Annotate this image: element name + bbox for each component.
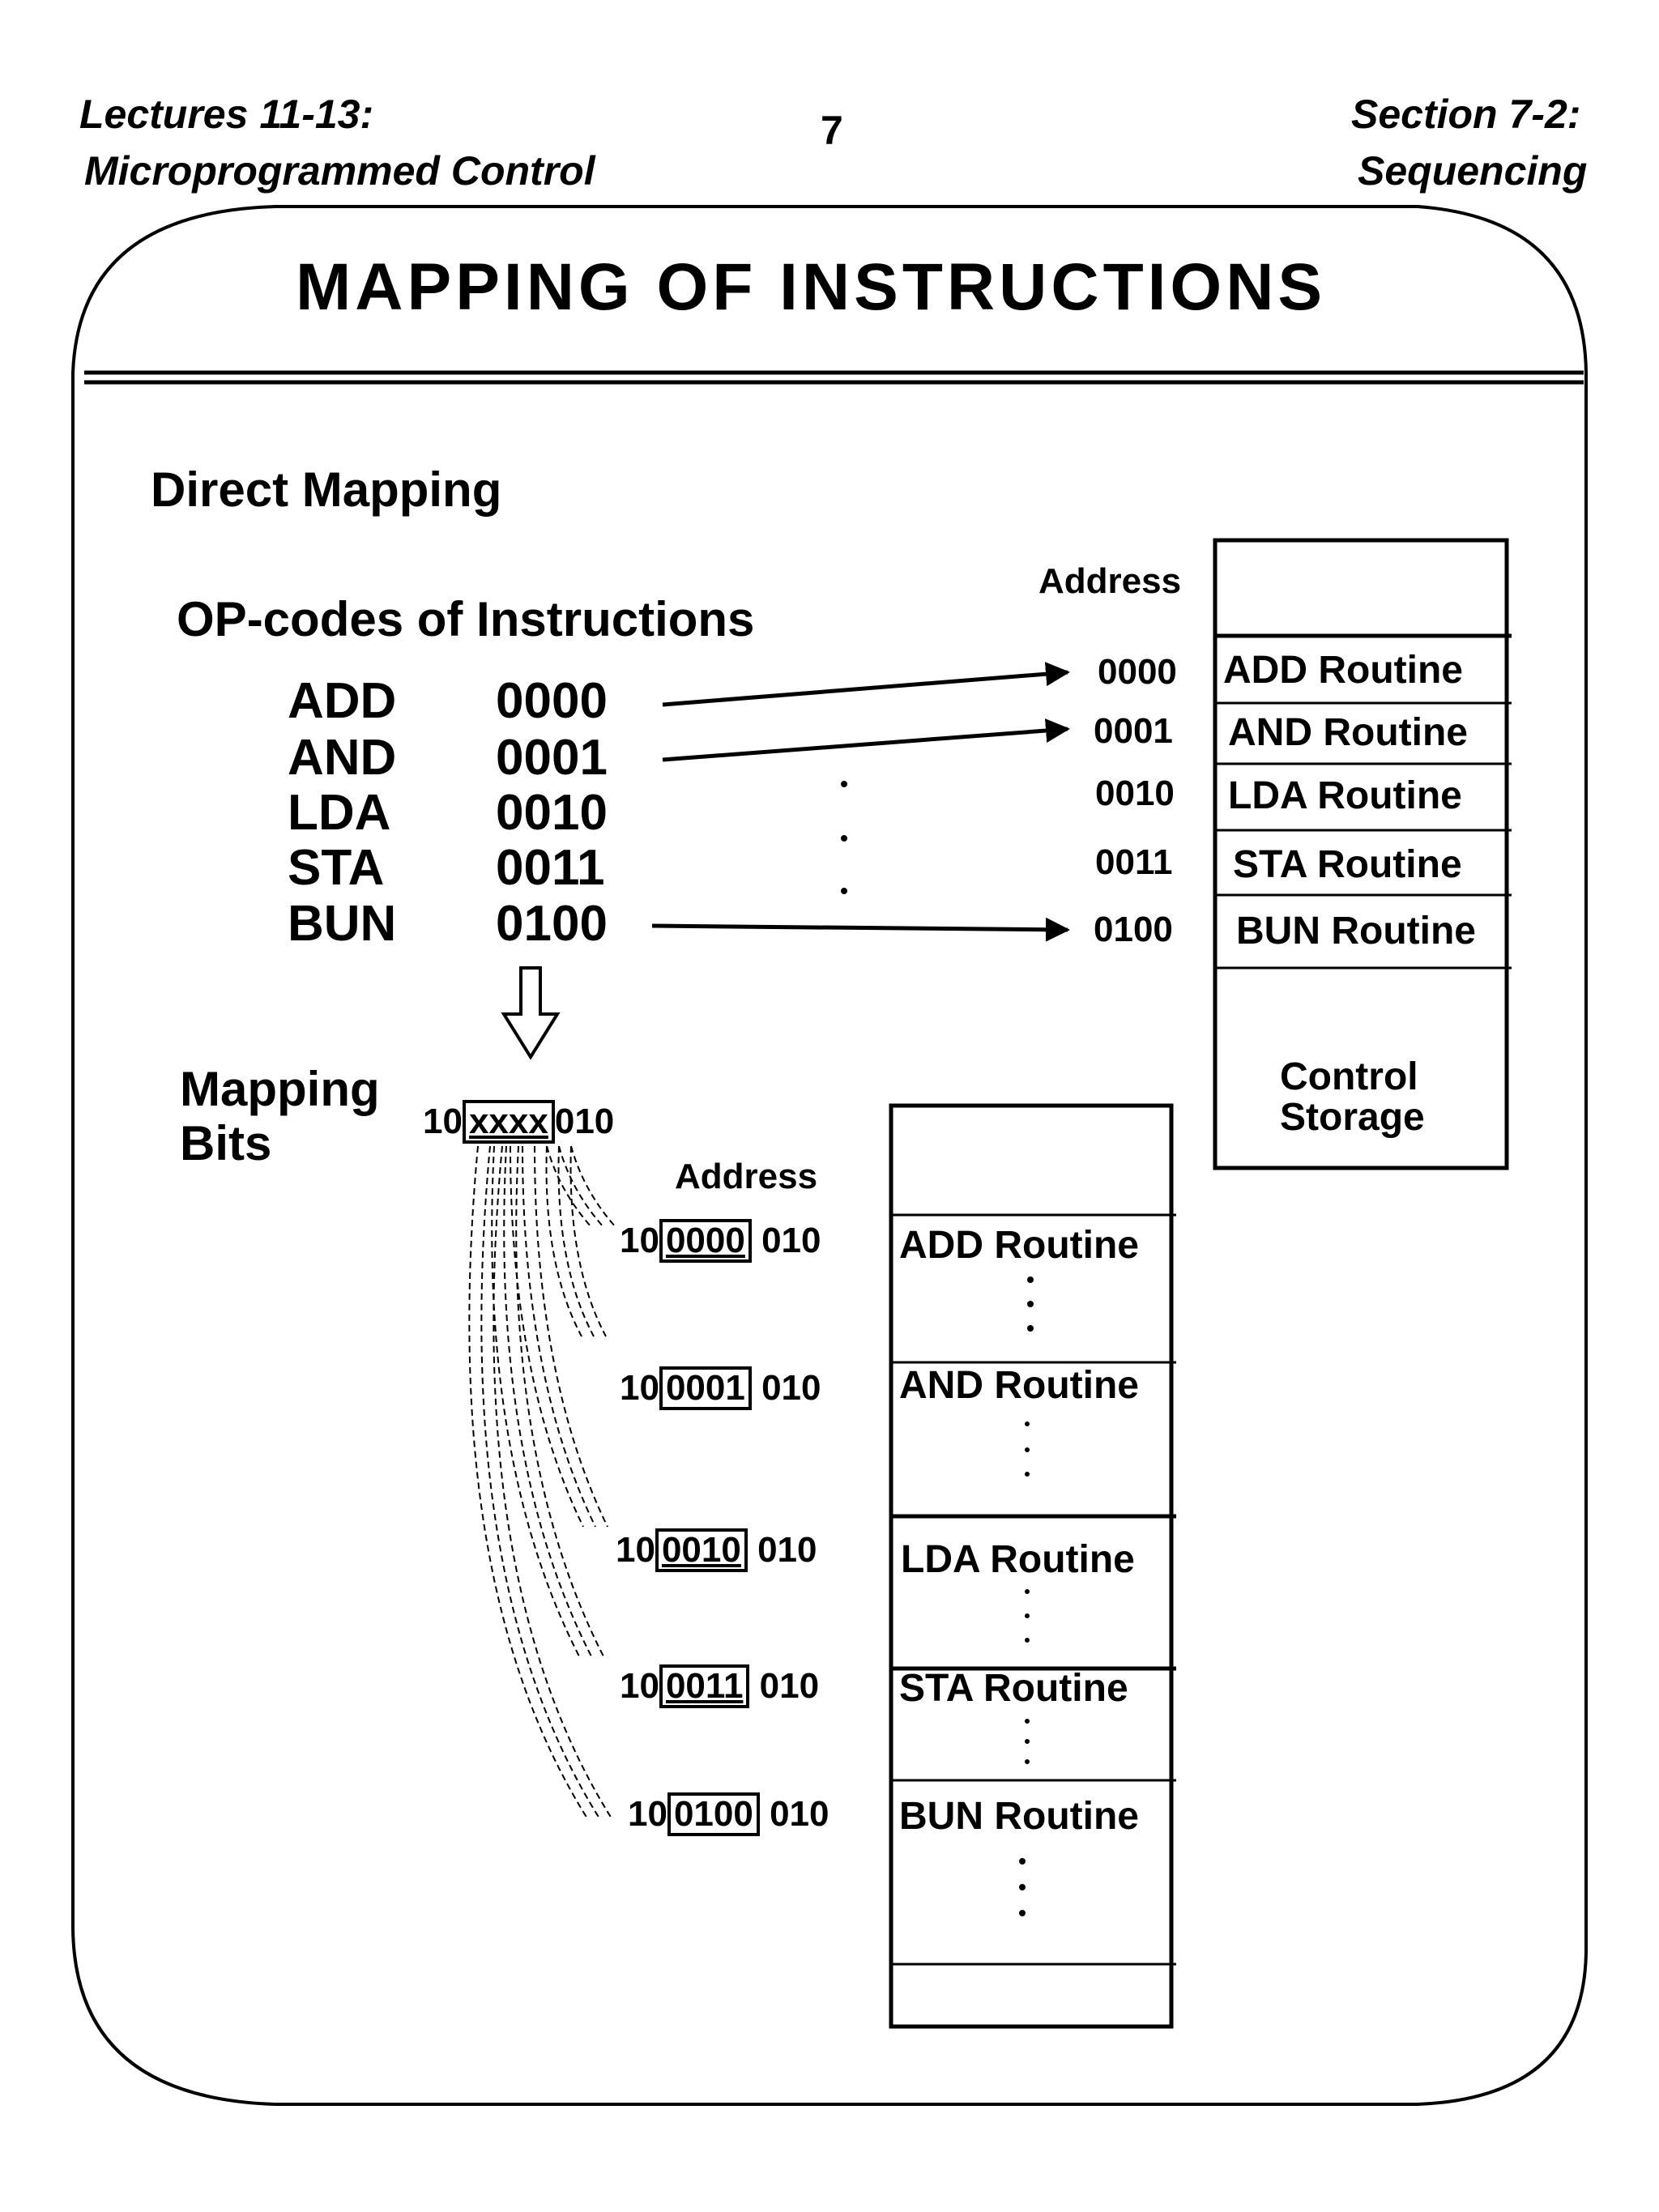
mapped-suffix: 010	[770, 1794, 830, 1834]
mapping-bits-heading-line2: Bits	[180, 1116, 272, 1170]
mapped-field: 0000	[659, 1219, 752, 1264]
address-0000: 0000	[1098, 652, 1177, 692]
address-0100: 0100	[1094, 910, 1173, 949]
mapped-routine-and: AND Routine	[899, 1364, 1139, 1407]
instruction-name-bun: BUN	[288, 896, 397, 952]
arrow-add	[662, 662, 1070, 707]
mapping-bits-suffix: 010	[554, 1102, 615, 1141]
header-lecture-line1: Lectures 11-13:	[79, 92, 374, 137]
mapped-prefix: 10	[620, 1666, 659, 1706]
mapped-prefix: 10	[616, 1530, 655, 1570]
mapped-prefix: 10	[628, 1794, 667, 1834]
mapped-field: 0011	[659, 1664, 750, 1709]
control-storage-label-line1: Control	[1280, 1055, 1418, 1098]
mapped-suffix: 010	[757, 1530, 817, 1570]
routine-table-box	[889, 1103, 1174, 2029]
instruction-code-add: 0000	[496, 673, 608, 729]
control-storage-address-label: Address	[1038, 561, 1182, 601]
control-storage-routine-bun: BUN Routine	[1236, 910, 1476, 953]
control-storage-routine-lda: LDA Routine	[1228, 774, 1462, 817]
address-0001: 0001	[1094, 711, 1173, 751]
slide-frame	[71, 205, 1588, 2106]
instruction-code-bun: 0100	[496, 896, 608, 952]
control-storage-routine-and: AND Routine	[1228, 711, 1468, 754]
arrow-and	[662, 718, 1070, 762]
mapped-field: 0010	[655, 1528, 748, 1573]
instruction-name-sta: STA	[288, 840, 385, 896]
instruction-name-lda: LDA	[288, 785, 391, 841]
header-section-line1: Section 7-2:	[1351, 92, 1581, 137]
instruction-code-sta: 0011	[496, 840, 605, 896]
header-lecture-line2: Microprogrammed Control	[84, 148, 595, 194]
instruction-name-and: AND	[288, 730, 397, 786]
instruction-name-add: ADD	[288, 673, 397, 729]
mapped-suffix: 010	[761, 1221, 821, 1260]
arrow-bun	[651, 917, 1070, 942]
mapped-suffix: 010	[759, 1666, 820, 1706]
mapping-bits-prefix: 10	[423, 1102, 463, 1141]
mapped-prefix: 10	[620, 1368, 659, 1408]
address-0010: 0010	[1095, 774, 1175, 813]
address-0011: 0011	[1095, 842, 1173, 882]
page-number: 7	[821, 108, 843, 153]
mapped-routine-bun: BUN Routine	[899, 1795, 1139, 1838]
mapped-routine-lda: LDA Routine	[901, 1538, 1135, 1581]
mapping-bits-field: xxxx	[462, 1100, 555, 1144]
mapped-field: 0001	[659, 1366, 752, 1411]
control-storage-routine-add: ADD Routine	[1223, 649, 1463, 692]
mapped-field: 0100	[667, 1792, 760, 1837]
control-storage-box	[1213, 538, 1509, 1170]
control-storage-label-line2: Storage	[1280, 1096, 1425, 1139]
mapped-routine-add: ADD Routine	[899, 1224, 1139, 1267]
hollow-down-arrow	[501, 966, 561, 1060]
header-section-line2: Sequencing	[1358, 148, 1588, 194]
instruction-code-and: 0001	[496, 730, 608, 786]
control-storage-routine-sta: STA Routine	[1233, 843, 1462, 886]
mapping-address-label: Address	[675, 1157, 818, 1196]
mapped-suffix: 010	[761, 1368, 821, 1408]
mapped-prefix: 10	[620, 1221, 659, 1260]
direct-mapping-heading: Direct Mapping	[151, 462, 502, 517]
page-title: MAPPING OF INSTRUCTIONS	[296, 250, 1327, 324]
mapped-routine-sta: STA Routine	[899, 1667, 1128, 1710]
instruction-code-lda: 0010	[496, 785, 608, 841]
mapping-bits-heading-line1: Mapping	[180, 1062, 380, 1116]
opcodes-heading: OP-codes of Instructions	[177, 592, 755, 646]
